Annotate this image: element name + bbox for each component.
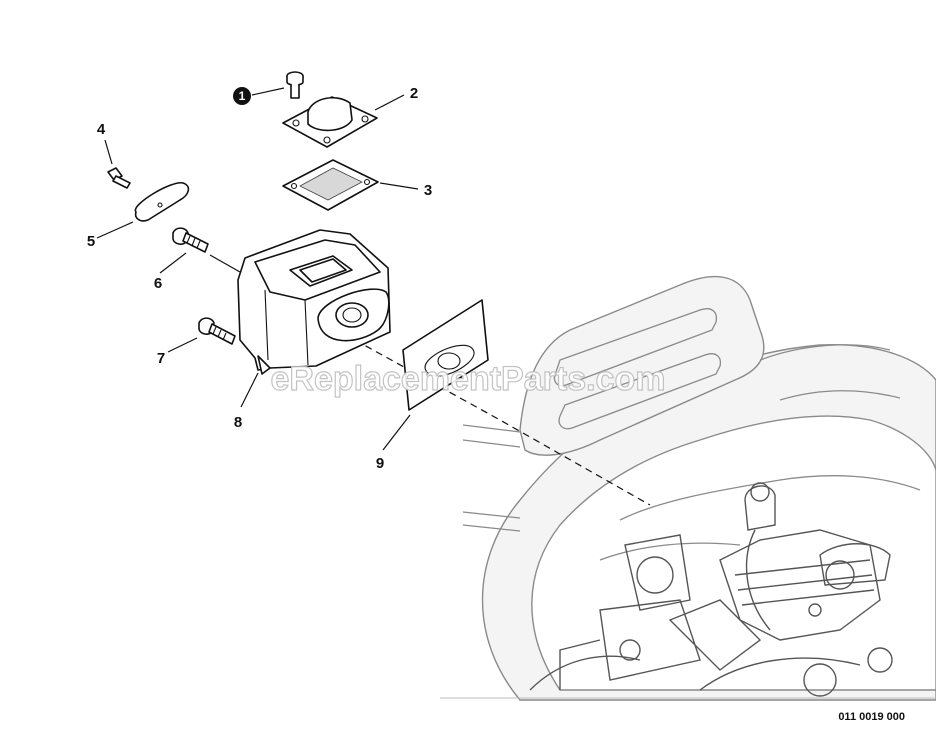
watermark-text: eReplacementParts.com	[271, 360, 666, 398]
callout-1: 1	[233, 87, 251, 105]
callout-1-label: 1	[239, 89, 246, 103]
part-8-muffler	[237, 229, 391, 375]
part-2-cover-plate	[282, 96, 378, 148]
callout-4-label: 4	[97, 121, 106, 138]
callout-2-label: 2	[410, 85, 418, 102]
part-4-screw	[107, 167, 131, 189]
callout-8-label: 8	[234, 414, 242, 431]
document-number: 011 0019 000	[838, 711, 905, 723]
part-5-plate	[134, 182, 190, 222]
callout-6-label: 6	[154, 275, 162, 292]
callout-5-label: 5	[87, 233, 95, 250]
part-3-screen	[282, 159, 379, 211]
part-7-bolt	[198, 317, 236, 345]
part-9-gasket	[402, 299, 489, 411]
alignment-dashed-line	[354, 339, 651, 506]
part-1-screw	[286, 71, 304, 99]
leader-lines	[96, 87, 419, 451]
callout-7-label: 7	[157, 350, 165, 367]
callout-9-label: 9	[376, 455, 384, 472]
callout-3-label: 3	[424, 182, 432, 199]
part-6-bolt	[172, 227, 209, 253]
saw-body-outline	[440, 275, 936, 701]
